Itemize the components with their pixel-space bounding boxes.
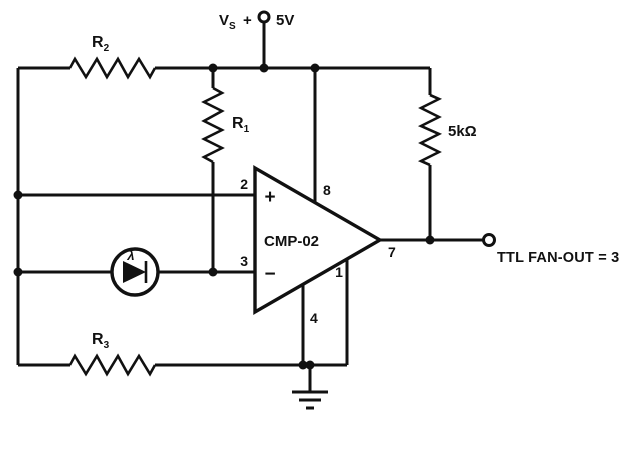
- resistor-r3-label: R3: [92, 331, 110, 351]
- pin3-label: 3: [240, 253, 248, 269]
- resistor-r2-label: R2: [92, 34, 110, 54]
- resistor-r1: R1: [201, 86, 250, 164]
- resistor-pullup-5k: 5kΩ: [417, 93, 477, 167]
- comparator-name-label: CMP-02: [264, 233, 319, 250]
- junction-dot: [425, 235, 435, 245]
- comparator-triangle: [253, 165, 384, 315]
- resistor-r1-label: R1: [232, 115, 250, 135]
- junction-dot: [310, 63, 320, 73]
- noninverting-sign: +: [264, 187, 275, 208]
- pin4-label: 4: [310, 310, 318, 326]
- junction-dot: [305, 360, 315, 370]
- output-terminal: TTL FAN-OUT = 3: [482, 233, 619, 266]
- supply-vs-label: VS: [219, 12, 236, 32]
- photodiode-anode-triangle: [123, 261, 146, 283]
- junction-dot: [298, 360, 308, 370]
- junction-dot: [13, 190, 23, 200]
- output-note-label: TTL FAN-OUT = 3: [497, 250, 619, 266]
- comparator-cmp02: + − CMP-02 2 3 8 7 1 4: [240, 165, 396, 326]
- resistor-r3-zigzag: [68, 353, 157, 377]
- resistor-pullup-zigzag: [417, 93, 443, 167]
- output-terminal-circle: [482, 233, 496, 247]
- junction-dot: [208, 267, 218, 277]
- junction-dots: [13, 63, 435, 370]
- photodiode-lambda-label: λ: [126, 248, 134, 263]
- supply-terminal-circle: [257, 10, 271, 24]
- resistor-r1-zigzag: [201, 86, 225, 164]
- pin8-label: 8: [323, 182, 331, 198]
- ground-symbol: [292, 365, 328, 410]
- inverting-sign: −: [264, 264, 275, 285]
- photodiode: λ: [110, 247, 160, 297]
- resistor-pullup-label: 5kΩ: [448, 123, 477, 140]
- pin7-label: 7: [388, 244, 396, 260]
- junction-dot: [259, 63, 269, 73]
- junction-dot: [13, 267, 23, 277]
- resistor-r2: R2: [68, 34, 157, 80]
- supply-plus-label: +: [243, 12, 252, 29]
- junction-dot: [208, 63, 218, 73]
- pin1-label: 1: [335, 264, 343, 280]
- pin2-label: 2: [240, 176, 248, 192]
- resistor-r3: R3: [68, 331, 157, 377]
- resistor-r2-zigzag: [68, 56, 157, 80]
- supply-voltage-label: 5V: [276, 12, 294, 29]
- supply-terminal: VS + 5V: [219, 10, 294, 32]
